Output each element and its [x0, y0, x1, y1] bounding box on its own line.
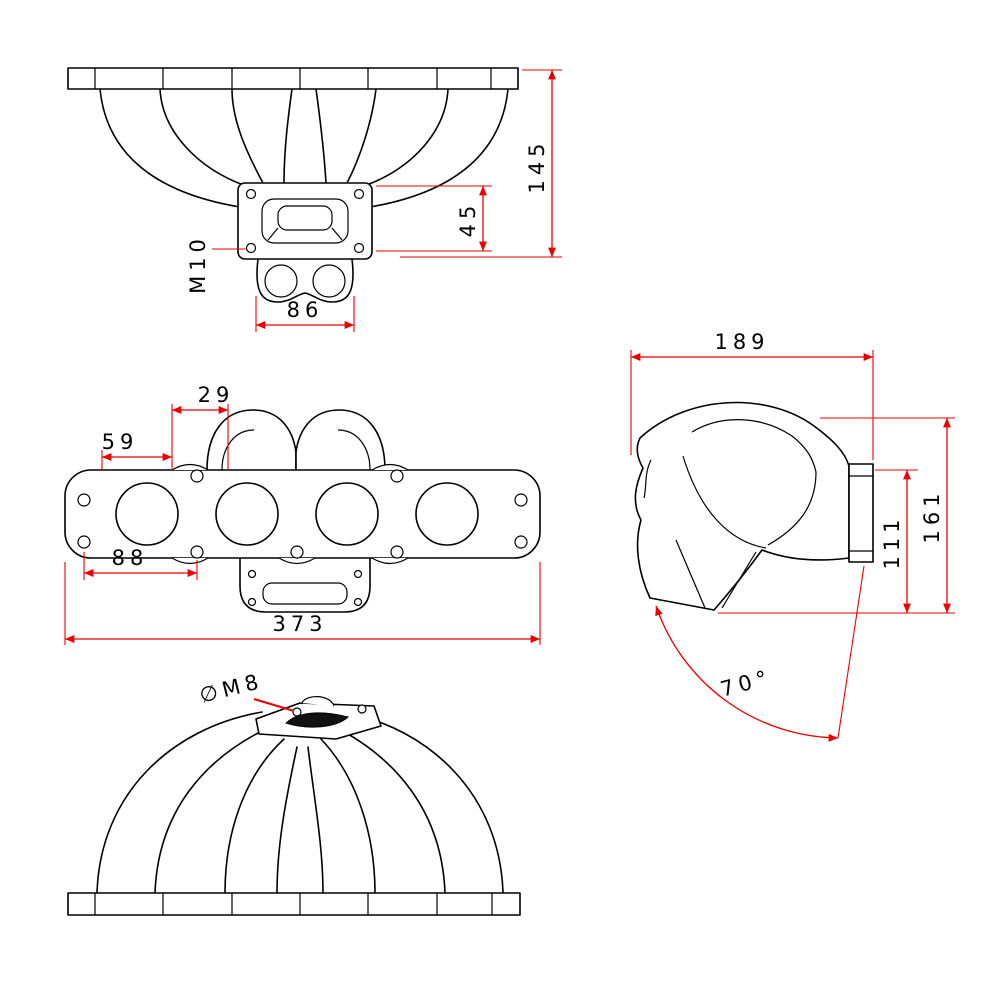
exhaust-port: [215, 482, 279, 546]
exhaust-ports: [115, 482, 479, 546]
plate-bump: [171, 557, 209, 565]
dim-29: 29: [198, 383, 235, 407]
runner-tubes: [99, 88, 509, 208]
bolt-hole: [292, 707, 302, 717]
runner-tube: [320, 738, 376, 894]
exhaust-port: [115, 482, 179, 546]
runner-tube: [276, 746, 298, 894]
dim-111: 111: [880, 514, 904, 569]
head-flange-bar: [67, 892, 521, 916]
wastegate-port: [264, 264, 298, 298]
plate-bump: [278, 557, 316, 565]
runner-tubes: [96, 711, 504, 894]
dim-59: 59: [102, 430, 139, 454]
dim-45: 45: [456, 201, 480, 238]
head-flange-bar: [67, 67, 519, 90]
manifold-side-outline: [634, 401, 850, 611]
bolt-hole: [77, 493, 91, 507]
flange-tick-marks: [94, 893, 493, 915]
side-turbo-flange: [848, 463, 874, 563]
dim-m8: ∅M8: [197, 669, 266, 708]
bolt-hole: [390, 545, 404, 559]
bolt-hole: [245, 188, 257, 200]
dim-70deg: 70°: [718, 665, 775, 702]
bolt-hole: [247, 597, 257, 607]
runner-tube: [96, 711, 263, 894]
bottom-view-dimensions: ∅M8: [197, 669, 295, 713]
bolt-hole: [353, 242, 365, 254]
dim-373: 373: [272, 612, 327, 636]
exhaust-port: [415, 482, 479, 546]
bolt-hole: [290, 545, 304, 559]
side-inner-lines: [643, 419, 817, 609]
bolt-hole: [390, 469, 404, 483]
dim-189: 189: [714, 330, 769, 354]
top-view-dimensions: 145 45 M10 86: [186, 69, 562, 332]
bolt-hole: [353, 597, 363, 607]
flange-bolt-holes: [245, 188, 365, 254]
runner-tube: [346, 88, 377, 184]
runner-dome-right: [295, 409, 386, 471]
side-view-dimensions: 189 111 161 70°: [630, 330, 955, 742]
dim-m10: M10: [186, 234, 210, 294]
runner-tube: [159, 88, 247, 187]
flange-tick-marks: [94, 68, 492, 89]
lower-flange-slot: [262, 582, 348, 605]
runner-tube: [231, 88, 264, 184]
inlet-detail-line: [331, 227, 343, 241]
turbo-inlet-inner: [277, 205, 333, 231]
collector-outlet: [256, 258, 354, 303]
dome-inner-arc: [221, 429, 255, 471]
bolt-hole: [357, 704, 367, 714]
dim-145: 145: [525, 138, 549, 193]
wastegate-port: [312, 264, 346, 298]
runner-dome-left: [206, 409, 297, 471]
bolt-hole: [190, 469, 204, 483]
bolt-hole: [77, 535, 91, 549]
exhaust-port: [315, 482, 379, 546]
runner-tube: [154, 726, 271, 894]
bolt-hole: [353, 569, 363, 579]
dome-inner-arc: [337, 429, 371, 471]
bolt-hole: [514, 535, 528, 549]
runner-tube: [99, 88, 241, 208]
lower-flange-holes: [247, 569, 363, 607]
runner-tube: [307, 746, 324, 894]
runner-tube: [283, 88, 293, 184]
runner-tube: [224, 738, 285, 894]
front-view: 29 59 88 373: [64, 383, 541, 645]
bolt-hole: [247, 569, 257, 579]
plate-bump: [371, 557, 409, 565]
top-view: 145 45 M10 86: [67, 67, 562, 332]
runner-tube: [363, 88, 449, 187]
bolt-hole: [245, 242, 257, 254]
runner-tube: [369, 88, 509, 208]
bolt-hole: [514, 493, 528, 507]
plate-bump: [371, 463, 409, 471]
dim-86: 86: [287, 298, 324, 322]
plate-bump: [171, 463, 209, 471]
bottom-view: ∅M8: [67, 669, 521, 916]
runner-tube: [334, 726, 446, 894]
angle-arc: [655, 605, 839, 742]
flange-top-bump: [301, 696, 335, 707]
runner-tube: [315, 88, 327, 184]
bolt-hole: [353, 188, 365, 200]
dim-161: 161: [920, 488, 944, 543]
plate-bolt-holes: [77, 469, 528, 559]
inlet-detail-line: [267, 227, 279, 241]
side-view: 189 111 161 70°: [630, 330, 955, 742]
bolt-hole: [190, 545, 204, 559]
runner-tube: [342, 711, 504, 894]
front-view-dimensions: 29 59 88 373: [64, 383, 541, 645]
dim-88: 88: [112, 546, 149, 570]
